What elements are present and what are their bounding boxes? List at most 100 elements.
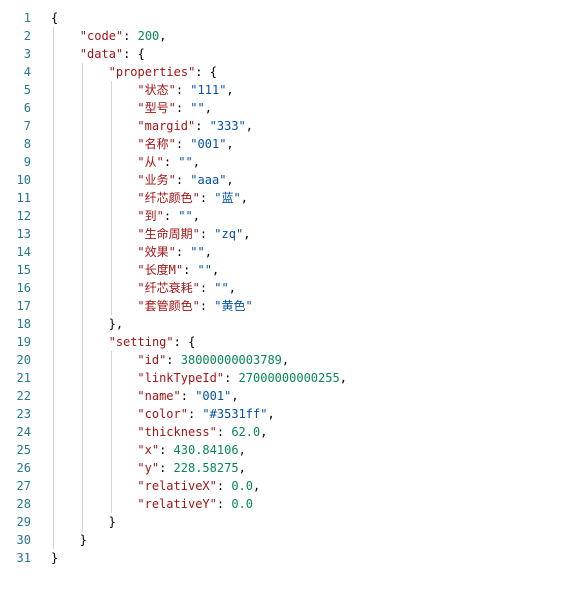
code-line[interactable]: 20"id": 38000000003789, bbox=[0, 351, 576, 369]
indent-guide bbox=[81, 279, 83, 297]
indent-guide bbox=[81, 243, 83, 261]
code-line[interactable]: 22"name": "001", bbox=[0, 387, 576, 405]
indent-guide bbox=[53, 387, 54, 405]
code-line[interactable]: 31} bbox=[0, 549, 576, 567]
code-line[interactable]: 1{ bbox=[0, 9, 576, 27]
code-text: } bbox=[80, 531, 87, 549]
indent-guide bbox=[81, 81, 83, 99]
json-string-value: "" bbox=[190, 101, 205, 115]
code-line[interactable]: 11"纤芯颜色": "蓝", bbox=[0, 189, 576, 207]
indent-guide bbox=[81, 405, 83, 423]
code-line[interactable]: 15"长度M": "", bbox=[0, 261, 576, 279]
code-line[interactable]: 5"状态": "111", bbox=[0, 81, 576, 99]
indent-guide bbox=[110, 225, 112, 243]
indent-guide bbox=[110, 189, 112, 207]
json-punctuation: : bbox=[183, 263, 198, 277]
line-number: 5 bbox=[23, 83, 31, 97]
code-line[interactable]: 14"效果": "", bbox=[0, 243, 576, 261]
json-key: "套管颜色" bbox=[137, 299, 200, 313]
json-key: "纤芯颜色" bbox=[137, 191, 200, 205]
indent-guide bbox=[53, 81, 54, 99]
code-line[interactable]: 27"relativeX": 0.0, bbox=[0, 477, 576, 495]
indent-guide bbox=[81, 459, 83, 477]
code-line[interactable]: 8"名称": "001", bbox=[0, 135, 576, 153]
code-line[interactable]: 30} bbox=[0, 531, 576, 549]
json-punctuation: : bbox=[175, 137, 191, 151]
line-number: 9 bbox=[23, 155, 31, 169]
code-line[interactable]: 16"纤芯衰耗": "", bbox=[0, 279, 576, 297]
json-punctuation: : bbox=[195, 119, 210, 133]
json-string-value: "001" bbox=[190, 137, 227, 151]
json-key: "color" bbox=[137, 407, 188, 421]
json-string-value: "" bbox=[178, 155, 193, 169]
json-string-value: "111" bbox=[190, 83, 227, 97]
code-line[interactable]: 13"生命周期": "zq", bbox=[0, 225, 576, 243]
json-punctuation: , bbox=[267, 407, 275, 421]
json-punctuation: , bbox=[204, 101, 212, 115]
indent-guide bbox=[53, 243, 54, 261]
code-line[interactable]: 26"y": 228.58275, bbox=[0, 459, 576, 477]
json-punctuation: { bbox=[51, 11, 59, 25]
indent-guide bbox=[110, 351, 112, 369]
json-code-viewer[interactable]: 1{2"code": 200,3"data": {4"properties": … bbox=[0, 9, 576, 567]
json-punctuation: , bbox=[231, 389, 239, 403]
code-line[interactable]: 9"从": "", bbox=[0, 153, 576, 171]
code-text: "型号": "", bbox=[137, 99, 212, 117]
code-line[interactable]: 29} bbox=[0, 513, 576, 531]
indent-guide bbox=[110, 477, 112, 495]
indent-guide bbox=[53, 297, 54, 315]
code-line[interactable]: 10"业务": "aaa", bbox=[0, 171, 576, 189]
json-punctuation: : bbox=[216, 497, 232, 511]
code-text: "id": 38000000003789, bbox=[137, 351, 289, 369]
line-number: 17 bbox=[16, 299, 31, 313]
code-line[interactable]: 19"setting": { bbox=[0, 333, 576, 351]
json-key: "relativeX" bbox=[137, 479, 217, 493]
code-text: "setting": { bbox=[109, 333, 196, 351]
json-punctuation: , bbox=[260, 425, 268, 439]
json-punctuation: : bbox=[123, 29, 138, 43]
code-line[interactable]: 3"data": { bbox=[0, 45, 576, 63]
code-text: }, bbox=[109, 315, 123, 333]
indent-guide bbox=[81, 333, 83, 351]
indent-guide bbox=[53, 495, 54, 513]
code-line[interactable]: 18}, bbox=[0, 315, 576, 333]
json-key: "型号" bbox=[137, 101, 176, 115]
json-key: "状态" bbox=[137, 83, 176, 97]
indent-guide bbox=[81, 207, 83, 225]
code-line[interactable]: 21"linkTypeId": 27000000000255, bbox=[0, 369, 576, 387]
indent-guide bbox=[81, 297, 83, 315]
line-number: 23 bbox=[16, 407, 31, 421]
line-number: 4 bbox=[23, 65, 31, 79]
indent-guide bbox=[110, 495, 112, 513]
indent-guide bbox=[110, 117, 112, 135]
code-text: "名称": "001", bbox=[137, 135, 233, 153]
code-line[interactable]: 2"code": 200, bbox=[0, 27, 576, 45]
indent-guide bbox=[81, 441, 83, 459]
indent-guide bbox=[110, 243, 112, 261]
line-number: 6 bbox=[23, 101, 31, 115]
code-line[interactable]: 24"thickness": 62.0, bbox=[0, 423, 576, 441]
indent-guide bbox=[81, 387, 83, 405]
code-line[interactable]: 4"properties": { bbox=[0, 63, 576, 81]
line-number: 25 bbox=[16, 443, 31, 457]
line-number: 3 bbox=[23, 47, 31, 61]
json-punctuation: : bbox=[199, 191, 215, 205]
json-punctuation: }, bbox=[108, 317, 124, 331]
code-line[interactable]: 17"套管颜色": "黄色" bbox=[0, 297, 576, 315]
json-key: "thickness" bbox=[137, 425, 217, 439]
code-line[interactable]: 28"relativeY": 0.0 bbox=[0, 495, 576, 513]
code-line[interactable]: 7"margid": "333", bbox=[0, 117, 576, 135]
code-line[interactable]: 23"color": "#3531ff", bbox=[0, 405, 576, 423]
code-line[interactable]: 6 "型号": "", bbox=[0, 99, 576, 117]
line-number: 12 bbox=[16, 209, 31, 223]
json-punctuation: , bbox=[192, 209, 200, 223]
code-line[interactable]: 12"到": "", bbox=[0, 207, 576, 225]
json-number-value: 0.0 bbox=[231, 479, 254, 493]
json-punctuation: , bbox=[243, 227, 251, 241]
indent-guide bbox=[53, 189, 54, 207]
json-punctuation: : { bbox=[173, 335, 196, 349]
json-punctuation: , bbox=[253, 479, 261, 493]
line-number: 11 bbox=[16, 191, 31, 205]
indent-guide bbox=[53, 441, 54, 459]
code-line[interactable]: 25"x": 430.84106, bbox=[0, 441, 576, 459]
